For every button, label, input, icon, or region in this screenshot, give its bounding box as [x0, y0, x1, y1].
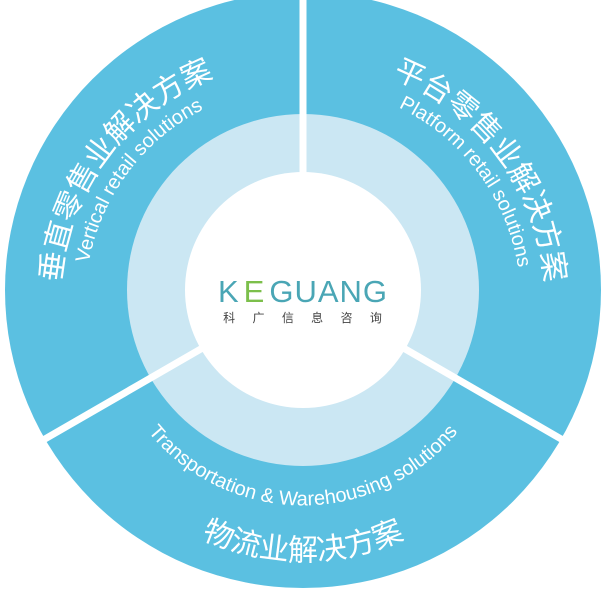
- logo-part-e: E: [244, 274, 266, 309]
- logo-part-k: K: [218, 274, 240, 309]
- center-disc: [185, 172, 421, 408]
- logo-part-guang: GUANG: [269, 274, 388, 309]
- logo-subtitle: 科 广 信 息 咨 询: [223, 310, 389, 325]
